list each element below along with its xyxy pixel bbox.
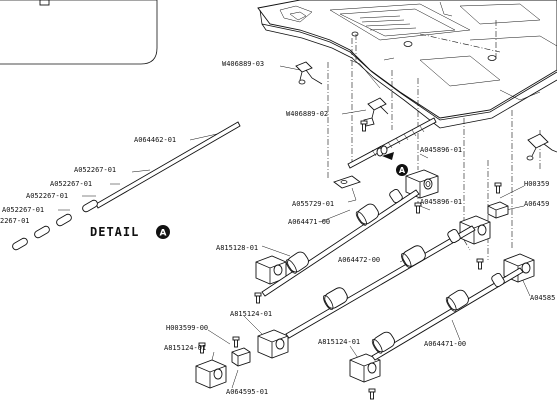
label-a815124-01-c: A815124-01 [318,338,360,346]
detail-marker-letter: A [160,229,167,239]
roller-shaft-a064472 [285,225,476,339]
label-a064471-00-a: A064471-00 [288,218,330,226]
label-a052267-01-c: A052267-01 [26,192,68,200]
bearing-block-a815124-mid [257,329,289,359]
label-a064472-00: A064472-00 [338,256,380,264]
clip-a055729 [333,175,361,189]
label-h00359-right: H00359 [524,180,549,188]
bearing-block-a815124-left [195,359,227,389]
wire-clamp-lower [363,97,389,127]
label-w406889-02: W406889-02 [286,110,328,118]
label-a815124-01-b: A815124-01 [164,344,206,352]
label-a052267-01-d: A052267-01 [2,206,44,214]
inset-frame [0,0,158,65]
label-a064471-00-b: A064471-00 [424,340,466,348]
label-a04585-right: A04585 [530,294,555,302]
bearing-block-a815124-right [349,353,381,383]
spring-shaft [347,117,437,169]
label-a06459-right: A06459 [524,200,549,208]
callout-a-arrow: A [382,152,408,176]
label-a052267-01-a: A052267-01 [74,166,116,174]
roller-shaft-a064471-lower [371,267,524,361]
label-a064595-01: A064595-01 [226,388,268,396]
label-a815128-01: A815128-01 [216,244,258,252]
part-labels: W406889-03 W406889-02 A064462-01 A052267… [0,60,555,396]
label-a045896-01-a: A045896-01 [420,146,462,154]
label-a045896-01-b: A045896-01 [420,198,462,206]
roller-shaft-a064471-upper [261,188,420,297]
label-a064462-01: A064462-01 [134,136,176,144]
label-w406889-03: W406889-03 [222,60,264,68]
wire-clamp-right [526,133,557,161]
label-a055729-01: A055729-01 [292,200,334,208]
bracket-a06459-right [487,201,509,219]
screws [198,120,502,400]
detail-a-rod [95,121,241,209]
wire-clamp-upper [295,61,323,85]
label-a815124-01-a: A815124-01 [230,310,272,318]
detail-title-text: DETAIL [90,225,139,239]
detail-a-bushings [12,199,98,251]
label-a052267-01-b: A052267-01 [50,180,92,188]
chassis-frame [257,0,557,129]
label-a052267-01-e: 2267-01 [0,217,30,225]
label-h003599-00: H003599-00 [166,324,208,332]
circle-letter-icon [156,225,170,239]
detail-a-title: DETAIL A [90,225,170,239]
bracket-a064595 [231,347,251,367]
callout-marker-letter: A [399,166,406,175]
